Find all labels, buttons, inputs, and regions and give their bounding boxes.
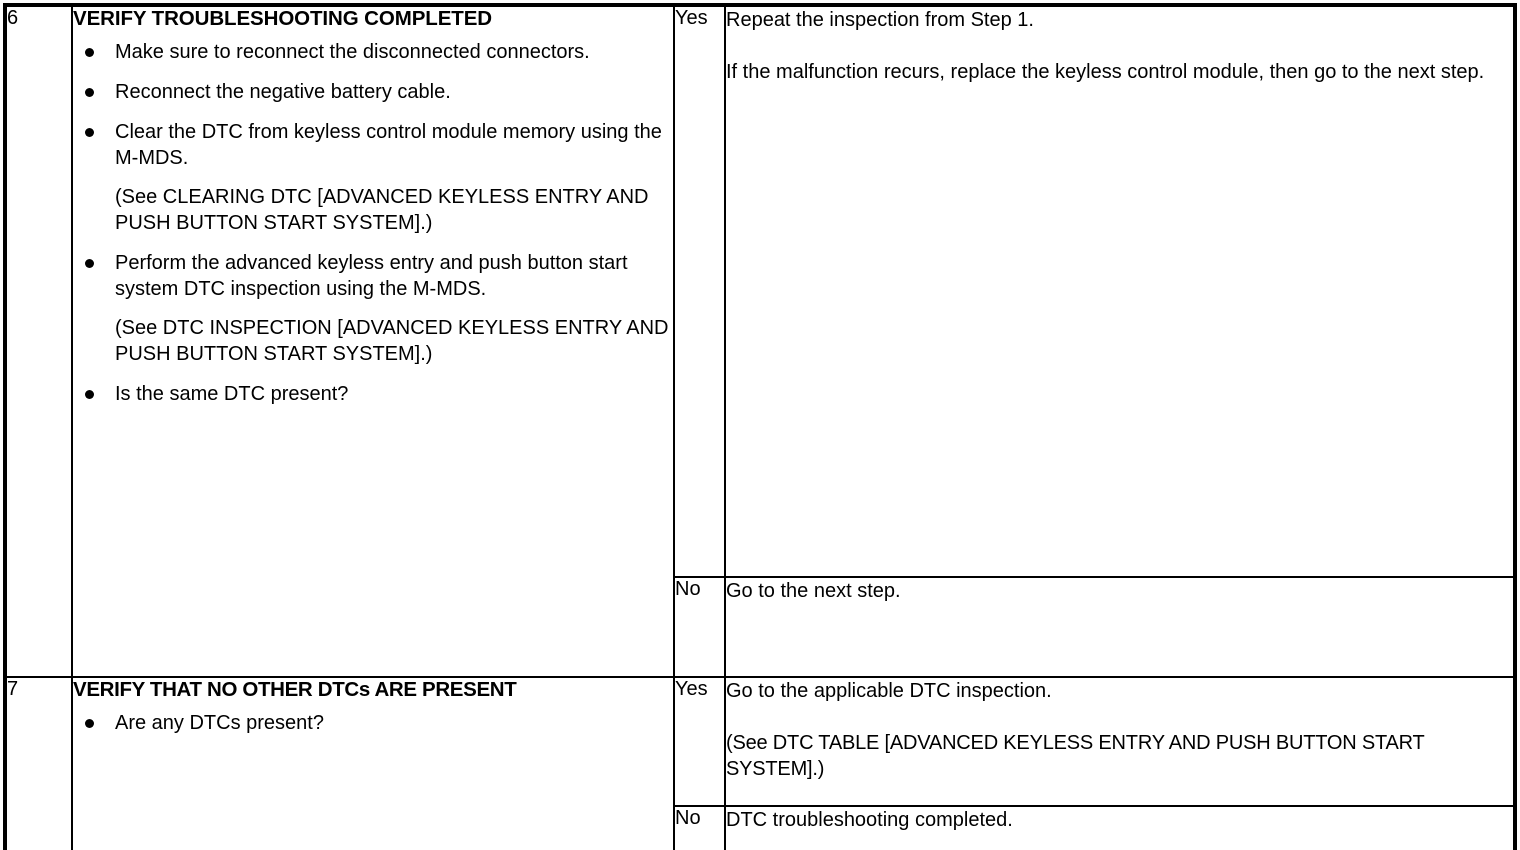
step-item-list: Make sure to reconnect the disconnected …	[73, 39, 673, 407]
action-cell-yes: Go to the applicable DTC inspection. (Se…	[724, 676, 1516, 807]
step-item-list: Are any DTCs present?	[73, 710, 673, 736]
action-cell-no: Go to the next step.	[724, 576, 1516, 678]
table-row: No DTC troubleshooting completed.	[5, 805, 1516, 850]
action-cell-yes: Repeat the inspection from Step 1. If th…	[724, 4, 1516, 578]
action-line: DTC troubleshooting completed.	[726, 809, 1013, 831]
table-row: 7 VERIFY THAT NO OTHER DTCs ARE PRESENT …	[4, 676, 1516, 850]
result-label-no: No	[673, 576, 726, 678]
result-label-yes: Yes	[673, 676, 726, 807]
step-number-cell: 7	[4, 676, 73, 850]
list-item: Perform the advanced keyless entry and p…	[73, 250, 673, 302]
list-item: Reconnect the negative battery cable.	[73, 79, 673, 105]
action-line: Go to the applicable DTC inspection.	[726, 680, 1052, 702]
action-line: (See DTC TABLE [ADVANCED KEYLESS ENTRY A…	[726, 732, 1425, 780]
action-line: Repeat the inspection from Step 1.	[726, 9, 1034, 31]
troubleshooting-table: 6 VERIFY TROUBLESHOOTING COMPLETED Make …	[3, 3, 1517, 850]
reference-note: (See CLEARING DTC [ADVANCED KEYLESS ENTR…	[115, 186, 649, 234]
step-inspection-cell: VERIFY THAT NO OTHER DTCs ARE PRESENT Ar…	[71, 676, 675, 850]
step-title: VERIFY THAT NO OTHER DTCs ARE PRESENT	[73, 678, 517, 701]
action-line: Go to the next step.	[726, 580, 901, 602]
action-cell-no: DTC troubleshooting completed.	[724, 805, 1516, 850]
list-item: Is the same DTC present?	[73, 381, 673, 407]
reference-note: (See DTC INSPECTION [ADVANCED KEYLESS EN…	[115, 317, 669, 365]
table-row: 6 VERIFY TROUBLESHOOTING COMPLETED Make …	[4, 4, 1516, 678]
list-item: Clear the DTC from keyless control modul…	[73, 119, 673, 171]
table-row: No Go to the next step.	[5, 576, 1516, 678]
result-label-yes: Yes	[673, 4, 726, 578]
result-label-no: No	[673, 805, 726, 850]
list-item: Are any DTCs present?	[73, 710, 673, 736]
action-line: If the malfunction recurs, replace the k…	[726, 61, 1485, 83]
list-item: Make sure to reconnect the disconnected …	[73, 39, 673, 65]
step-number-cell: 6	[4, 4, 73, 678]
step-inspection-cell: VERIFY TROUBLESHOOTING COMPLETED Make su…	[71, 4, 675, 678]
step-title: VERIFY TROUBLESHOOTING COMPLETED	[73, 7, 492, 30]
